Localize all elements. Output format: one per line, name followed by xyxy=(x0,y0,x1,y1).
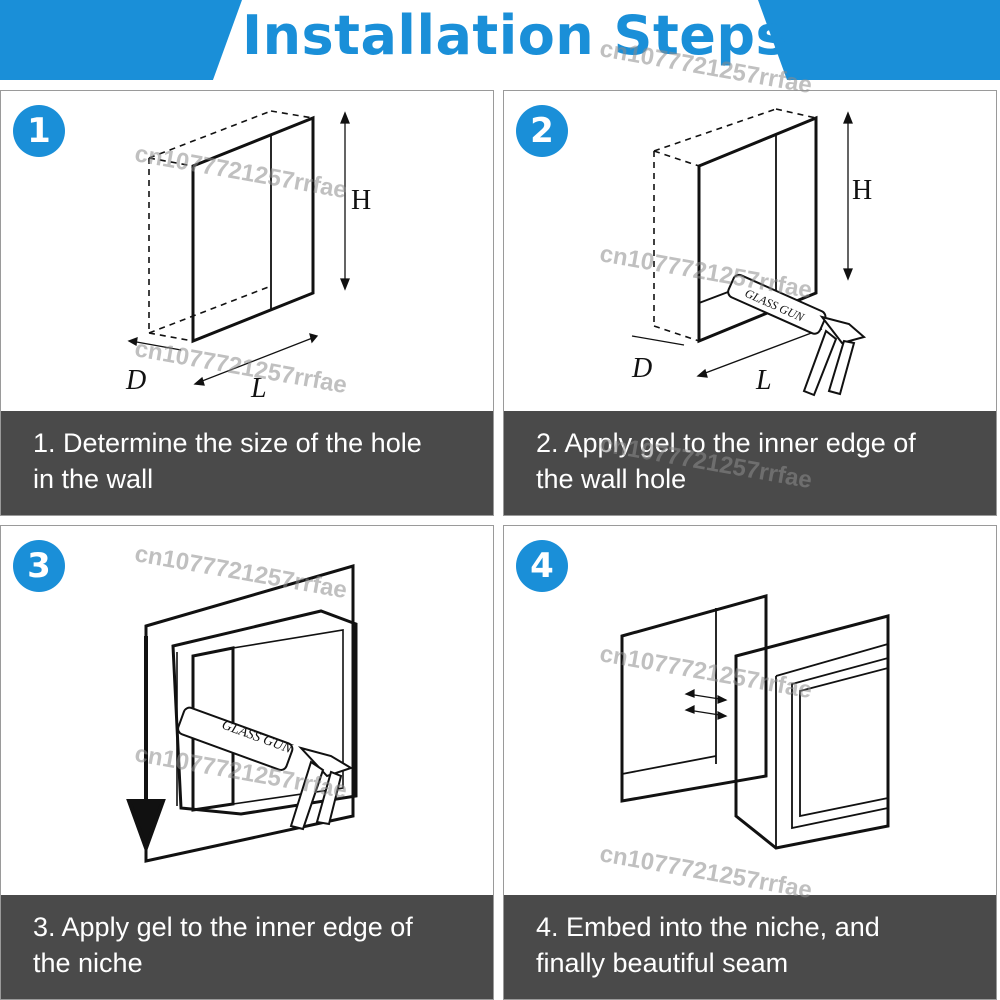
step-caption: 1. Determine the size of the hole in the… xyxy=(1,411,493,515)
length-label: L xyxy=(755,365,772,396)
page-title: Installation Steps xyxy=(242,4,789,67)
niche-dimension-diagram: H D L xyxy=(125,110,371,404)
step-panel-4: 4 4. Embed into the niche, and finally b… xyxy=(503,525,997,1000)
depth-label: D xyxy=(125,365,146,396)
step-panel-1: 1 H D L 1 xyxy=(0,90,494,516)
apply-gel-wall-diagram: GLASS GUN H D L xyxy=(631,108,872,397)
banner-left-stripe xyxy=(0,0,242,80)
step-number-badge: 3 xyxy=(13,540,65,592)
apply-gel-niche-diagram: GLASS GUN xyxy=(126,564,358,863)
step-caption: 3. Apply gel to the inner edge of the ni… xyxy=(1,895,493,999)
caption-line-2: finally beautiful seam xyxy=(536,948,789,978)
caption-line-2: the wall hole xyxy=(536,464,687,494)
caption-line-1: 2. Apply gel to the inner edge of xyxy=(536,428,916,458)
step-panel-2: 2 xyxy=(503,90,997,516)
height-label: H xyxy=(852,175,872,206)
length-label: L xyxy=(250,373,267,404)
step-number-badge: 4 xyxy=(516,540,568,592)
depth-label: D xyxy=(631,353,652,384)
step-number-badge: 1 xyxy=(13,105,65,157)
caption-line-2: the niche xyxy=(33,948,143,978)
banner-right-stripe xyxy=(758,0,1000,80)
caption-line-1: 4. Embed into the niche, and xyxy=(536,912,880,942)
caption-line-1: 3. Apply gel to the inner edge of xyxy=(33,912,413,942)
height-label: H xyxy=(351,185,371,216)
embed-niche-diagram xyxy=(620,594,890,850)
step-panel-3: 3 GLASS GUN 3. Apply gel to the inner ed… xyxy=(0,525,494,1000)
step-caption: 2. Apply gel to the inner edge of the wa… xyxy=(504,411,996,515)
step-number-badge: 2 xyxy=(516,105,568,157)
caption-line-2: in the wall xyxy=(33,464,154,494)
step-caption: 4. Embed into the niche, and finally bea… xyxy=(504,895,996,999)
caption-line-1: 1. Determine the size of the hole xyxy=(33,428,422,458)
